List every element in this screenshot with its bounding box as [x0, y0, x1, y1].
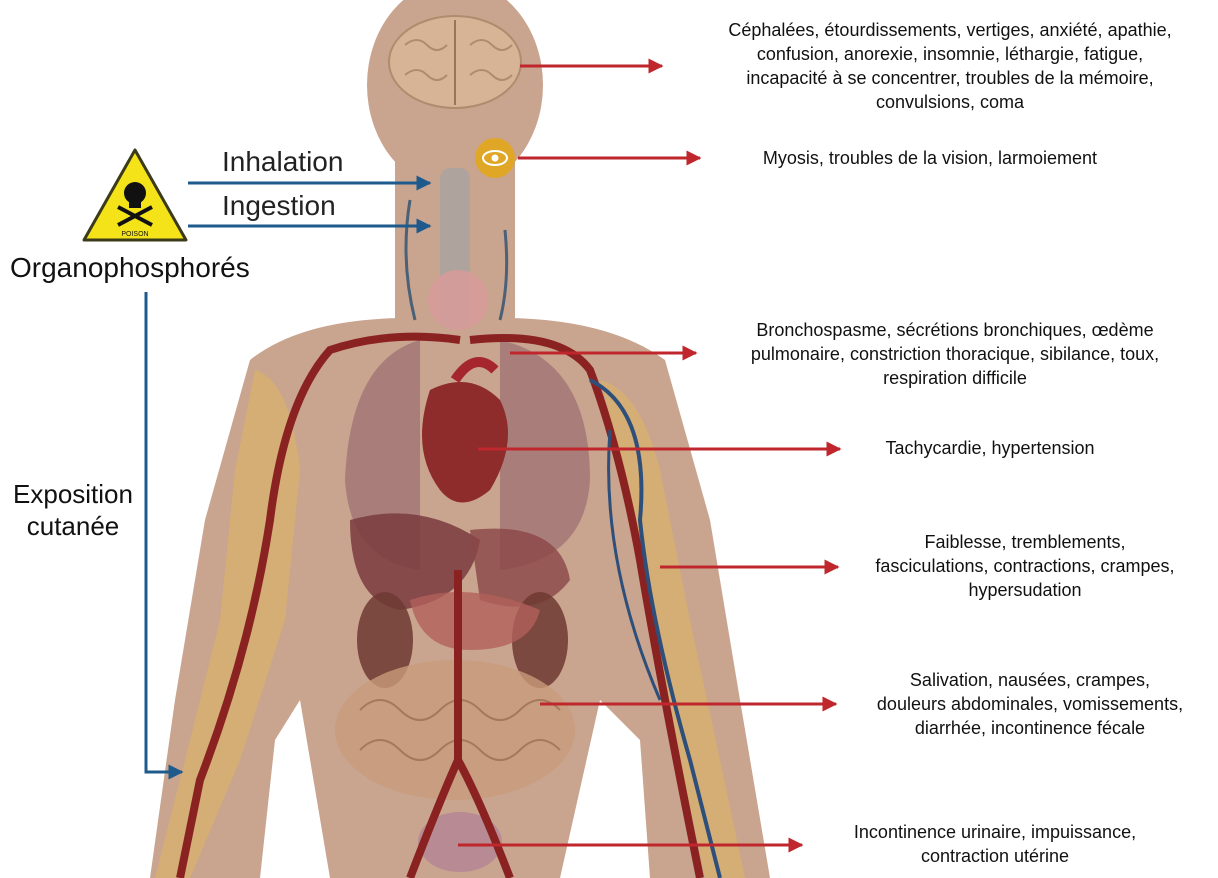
urinary-effects-label: Incontinence urinaire, impuissance, cont…: [820, 820, 1170, 868]
brain-effects-line: confusion, anorexie, insomnie, léthargie…: [690, 42, 1210, 66]
heart-effects-line: Tachycardie, hypertension: [850, 436, 1130, 460]
lungs-effects-line: respiration difficile: [700, 366, 1210, 390]
eye-effects-line: Myosis, troubles de la vision, larmoieme…: [720, 146, 1140, 170]
brain-illustration: [389, 16, 521, 108]
muscles-effects-label: Faiblesse, tremblements, fasciculations,…: [840, 530, 1210, 602]
lungs-effects-label: Bronchospasme, sécrétions bronchiques, œ…: [700, 318, 1210, 390]
lungs-effects-line: pulmonaire, constriction thoracique, sib…: [700, 342, 1210, 366]
brain-effects-line: Céphalées, étourdissements, vertiges, an…: [690, 18, 1210, 42]
muscles-effects-line: Faiblesse, tremblements,: [840, 530, 1210, 554]
eye-icon: [475, 138, 515, 178]
skin-exposure-label-line-2: cutanée: [8, 510, 138, 542]
muscles-effects-line: hypersudation: [840, 578, 1210, 602]
ingestion-label: Ingestion: [222, 190, 336, 222]
agent-name: Organophosphorés: [10, 252, 250, 284]
digestive-effects-line: diarrhée, incontinence fécale: [850, 716, 1210, 740]
brain-effects-label: Céphalées, étourdissements, vertiges, an…: [690, 18, 1210, 114]
urinary-effects-line: Incontinence urinaire, impuissance,: [820, 820, 1170, 844]
digestive-effects-label: Salivation, nausées, crampes, douleurs a…: [850, 668, 1210, 740]
brain-effects-line: convulsions, coma: [690, 90, 1210, 114]
skin-exposure-label-line-1: Exposition: [8, 478, 138, 510]
digestive-effects-line: Salivation, nausées, crampes,: [850, 668, 1210, 692]
inhalation-label: Inhalation: [222, 146, 343, 178]
poison-sign-text: POISON: [121, 231, 148, 238]
lungs-effects-line: Bronchospasme, sécrétions bronchiques, œ…: [700, 318, 1210, 342]
urinary-effects-line: contraction utérine: [820, 844, 1170, 868]
poison-skull-crossbones-icon: POISON: [84, 150, 186, 240]
eye-effects-label: Myosis, troubles de la vision, larmoieme…: [720, 146, 1140, 170]
heart-effects-label: Tachycardie, hypertension: [850, 436, 1130, 460]
skin-exposure-label: Exposition cutanée: [8, 478, 138, 542]
brain-effects-line: incapacité à se concentrer, troubles de …: [690, 66, 1210, 90]
digestive-effects-line: douleurs abdominales, vomissements,: [850, 692, 1210, 716]
muscles-effects-line: fasciculations, contractions, crampes,: [840, 554, 1210, 578]
